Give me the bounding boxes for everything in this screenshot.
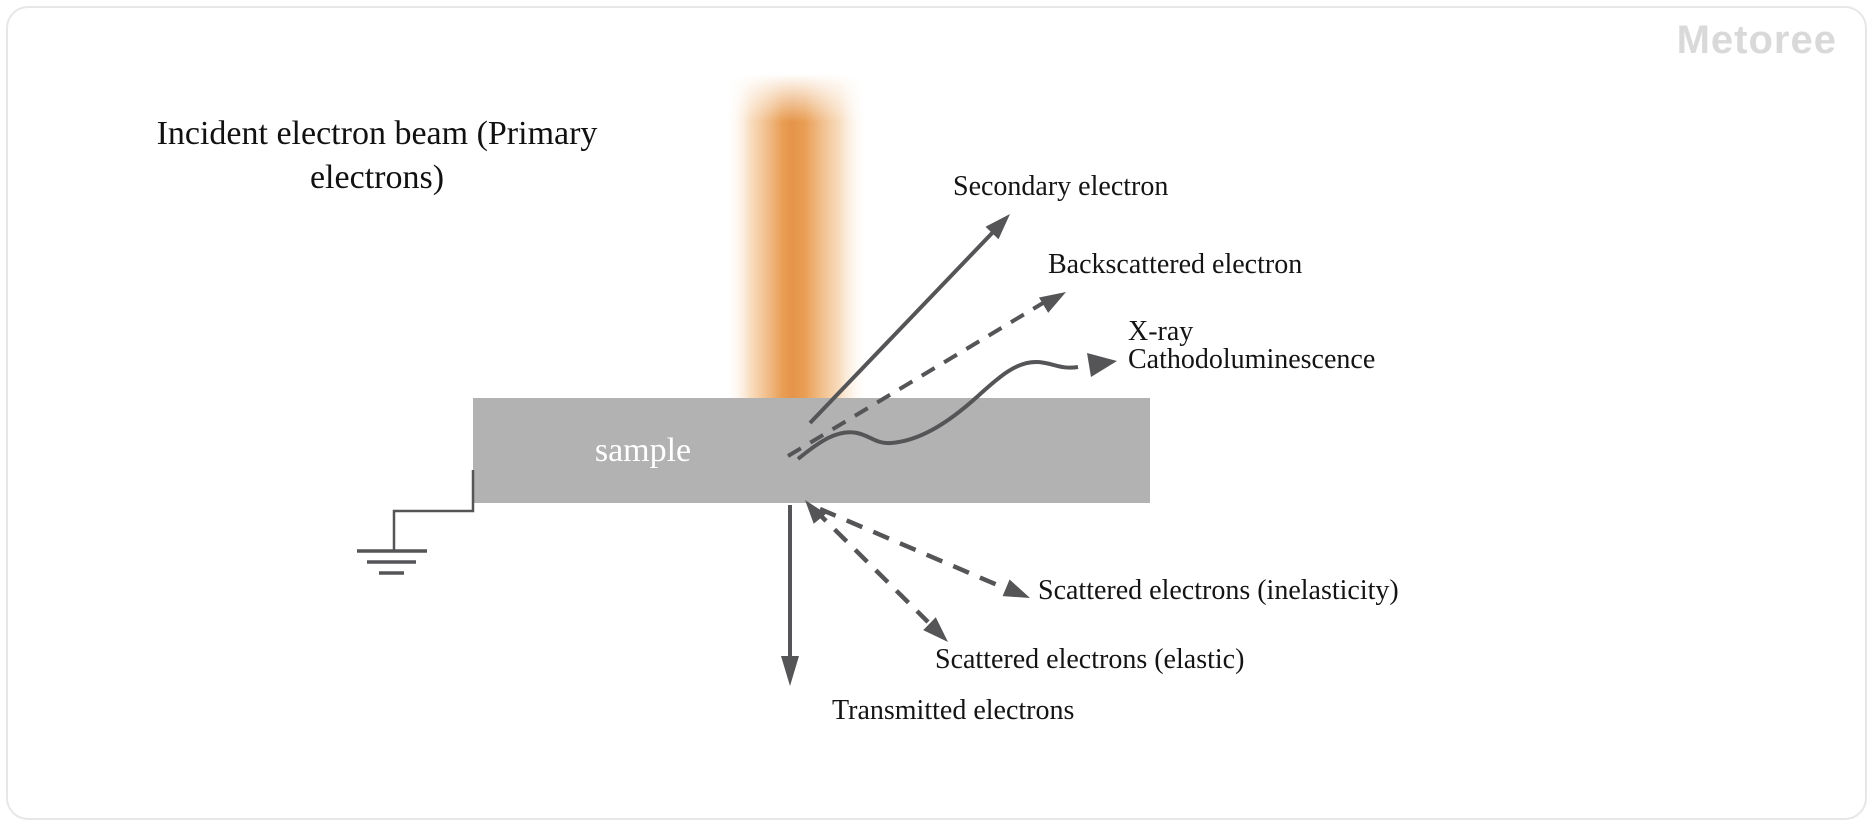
scattered-inelastic-arrow: [819, 506, 1030, 598]
scattered-elastic-label: Scattered electrons (elastic): [935, 644, 1245, 675]
xray-cathodoluminescence-label: X-ray Cathodoluminescence: [1128, 318, 1375, 374]
backscattered-electron-label: Backscattered electron: [1048, 249, 1303, 280]
secondary-electron-label: Secondary electron: [953, 171, 1169, 202]
exit-point-arrowhead: [805, 500, 827, 524]
backscattered-electron-arrow: [786, 292, 1066, 458]
incident-beam-label: Incident electron beam (Primary electron…: [156, 115, 598, 196]
cathodoluminescence-label: Cathodoluminescence: [1128, 344, 1376, 375]
sample-label: sample: [594, 432, 692, 469]
incident-beam: [725, 75, 868, 400]
xray-label: X-ray: [1128, 316, 1194, 347]
scattered-inelastic-label: Scattered electrons (inelasticity): [1038, 575, 1399, 606]
scattered-elastic-arrow: [812, 507, 948, 642]
transmitted-electrons-arrow: [781, 505, 799, 686]
metoree-watermark: Metoree: [1676, 18, 1837, 62]
incident-beam-top-fade: [724, 74, 869, 122]
ground-symbol: [357, 470, 475, 575]
xray-cathodoluminescence-arrow: [796, 353, 1117, 461]
secondary-electron-arrow: [808, 214, 1010, 425]
transmitted-electrons-label: Transmitted electrons: [832, 695, 1075, 726]
